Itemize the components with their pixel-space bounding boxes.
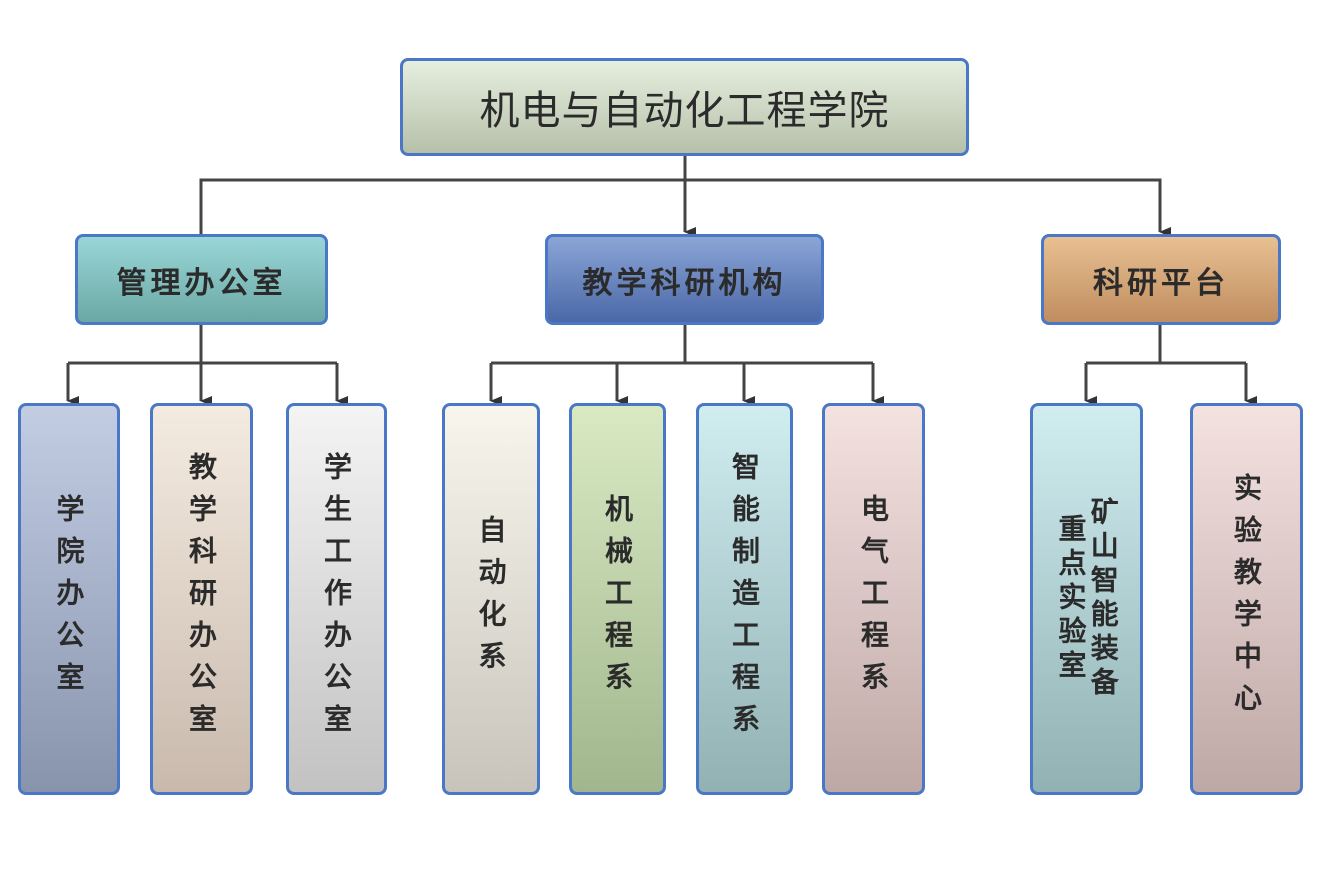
group-label: 管理办公室: [116, 265, 287, 301]
group-label: 教学科研机构: [582, 265, 787, 301]
connector-teaching-bus: [491, 325, 873, 365]
unit-intelligent-manufacturing-dept: 智能制造工程系: [696, 403, 793, 795]
unit-label: 电气工程系: [857, 494, 890, 704]
unit-label: 学院办公室: [52, 494, 86, 704]
unit-mechanical-dept: 机械工程系: [569, 403, 666, 795]
unit-label: 学生工作办公室: [320, 452, 353, 746]
root-label: 机电与自动化工程学院: [479, 88, 890, 134]
unit-college-office: 学院办公室: [18, 403, 120, 795]
connector-management-bus: [68, 325, 337, 365]
unit-label: 智能制造工程系: [728, 452, 761, 746]
unit-label: 实验教学中心: [1230, 473, 1263, 725]
unit-label: 自动化系: [474, 515, 508, 683]
unit-teaching-research-office: 教学科研办公室: [150, 403, 253, 795]
unit-automation-dept: 自动化系: [442, 403, 540, 795]
unit-electrical-dept: 电气工程系: [822, 403, 925, 795]
connector-root-to-research: [685, 178, 1171, 237]
group-research-platform: 科研平台: [1041, 234, 1281, 325]
unit-label: 矿山智能装备重点实验室: [1054, 497, 1120, 701]
root-node: 机电与自动化工程学院: [400, 58, 969, 156]
group-label: 科研平台: [1093, 265, 1229, 301]
unit-label: 机械工程系: [601, 494, 634, 704]
unit-student-affairs-office: 学生工作办公室: [286, 403, 387, 795]
connector-root-to-management: [199, 156, 687, 234]
unit-experiment-teaching-center: 实验教学中心: [1190, 403, 1303, 795]
unit-mining-equipment-lab: 矿山智能装备重点实验室: [1030, 403, 1143, 795]
group-management: 管理办公室: [75, 234, 328, 325]
connector-research-bus: [1086, 325, 1246, 365]
group-teaching-research: 教学科研机构: [545, 234, 824, 325]
unit-label: 教学科研办公室: [185, 452, 218, 746]
